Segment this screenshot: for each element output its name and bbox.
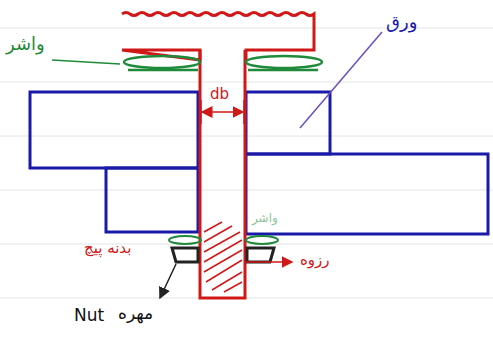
db-dimension (201, 100, 244, 124)
plates (30, 92, 488, 234)
plate-leader (300, 32, 382, 128)
diameter-label: db (208, 86, 231, 103)
nut-label: Nut (72, 306, 106, 325)
plate-label: ورق (384, 12, 419, 32)
bolt-shank (200, 50, 245, 298)
top-washer (124, 56, 322, 70)
nut (172, 248, 274, 262)
thread-hatch (204, 222, 242, 292)
washer-label: واشر (4, 34, 47, 54)
washer-label: واشر (250, 212, 280, 225)
bottom-washer (169, 236, 278, 244)
thread-arrow (244, 261, 292, 263)
ruled-lines (0, 28, 493, 298)
bolt-body-label: بدنه پیچ (82, 240, 133, 257)
washer-leader (52, 60, 120, 64)
bolt-head (122, 13, 314, 61)
nut-label: مهره (116, 304, 155, 323)
nut-arrow (160, 264, 176, 298)
thread-label: رزوه (298, 252, 332, 269)
